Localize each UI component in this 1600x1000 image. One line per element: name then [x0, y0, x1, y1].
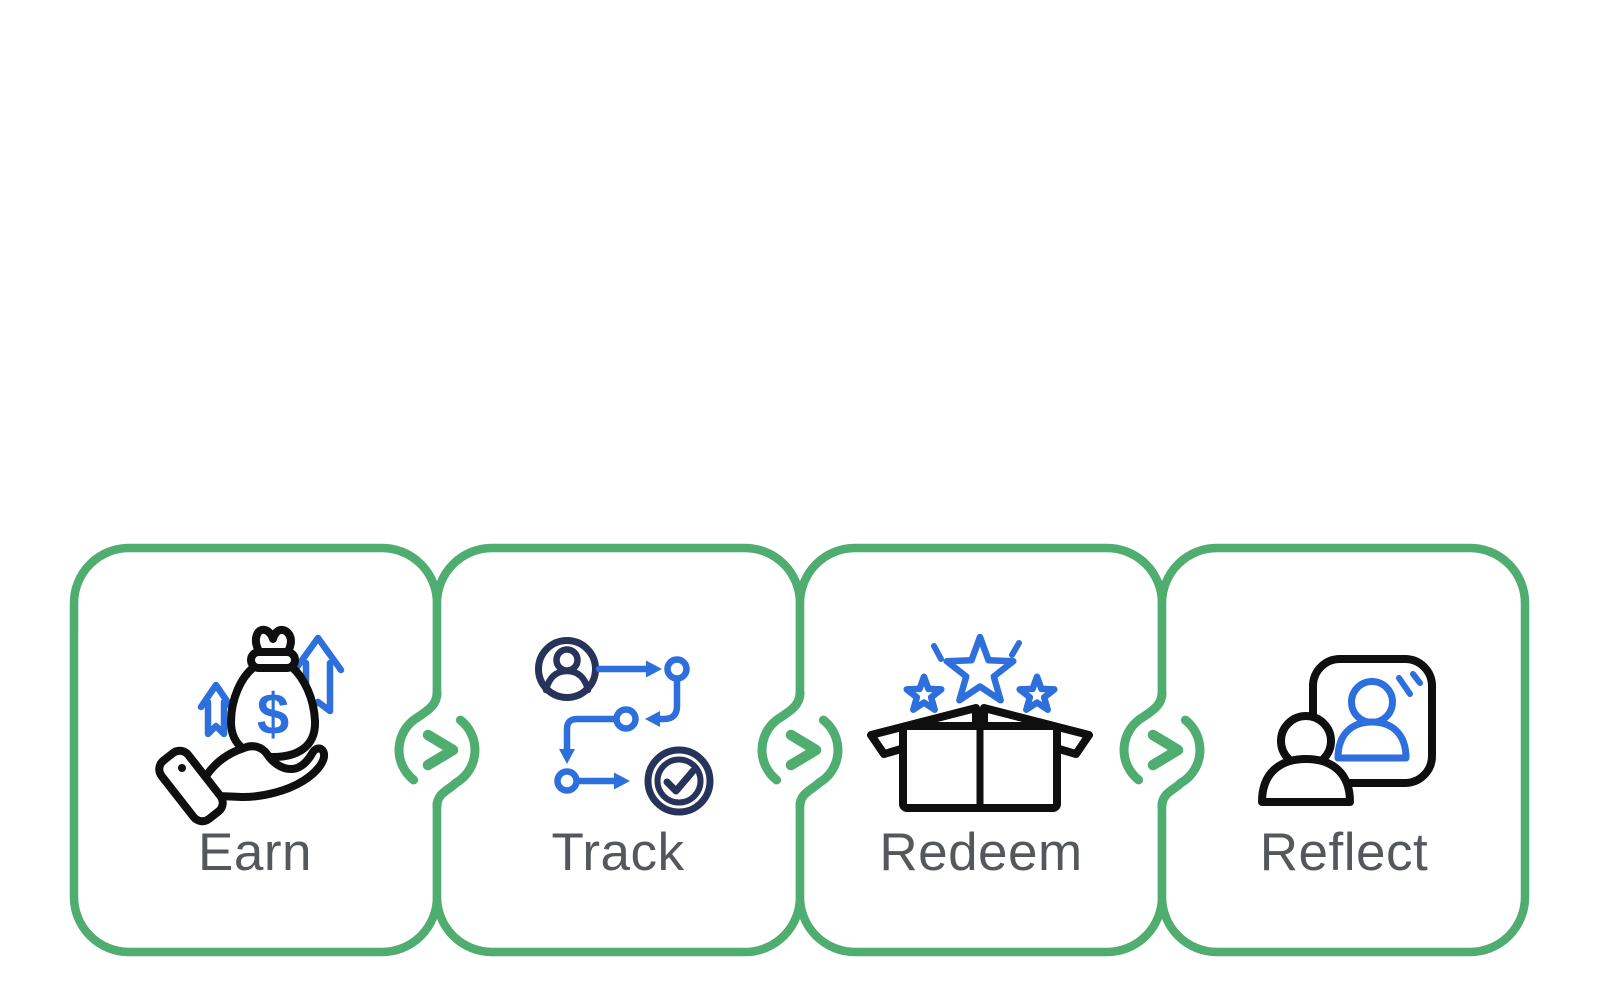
- open-box-with-stars-icon: [867, 637, 1093, 812]
- step-label: Redeem: [879, 823, 1082, 882]
- chevron-right-icon: [785, 729, 822, 771]
- chevron-right-icon: [1147, 729, 1184, 771]
- hand-holding-money-bag-icon: $: [155, 625, 345, 826]
- person-mirror-reflection-icon: [1258, 655, 1436, 806]
- checkmark-badge-icon: [644, 746, 714, 816]
- stars-icon: [904, 637, 1057, 712]
- connector: [1109, 688, 1215, 811]
- step-label: Reflect: [1260, 823, 1428, 882]
- up-arrow-icon: [197, 681, 235, 738]
- chevron-right-icon: [422, 729, 459, 771]
- step-label: Earn: [198, 823, 312, 882]
- route-path: [554, 656, 690, 794]
- open-box-icon: [867, 704, 1093, 812]
- dollar-sign: $: [257, 682, 289, 747]
- user-route-checkmark-icon: [535, 637, 714, 816]
- card-border: [432, 543, 805, 957]
- connector: [747, 688, 853, 811]
- person-icon: [1258, 712, 1354, 806]
- step-label: Track: [551, 823, 684, 882]
- step-card-track: [432, 543, 805, 957]
- reflected-person-icon: [1334, 671, 1423, 762]
- connector: [384, 688, 490, 811]
- open-hand-icon: [155, 742, 329, 826]
- user-avatar-icon: [535, 637, 599, 701]
